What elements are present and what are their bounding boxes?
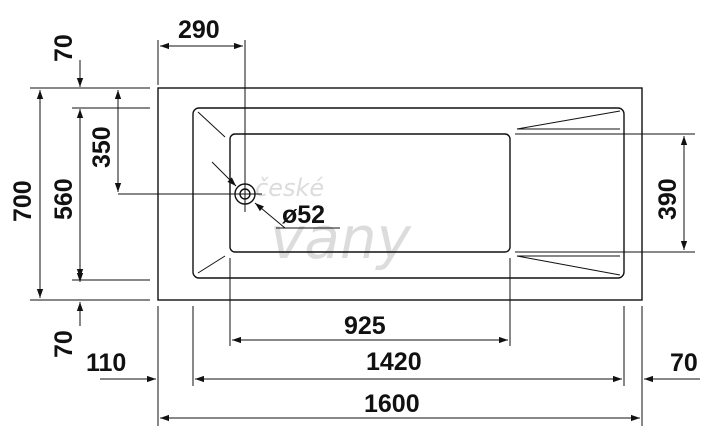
label-rim-top: 70 [50, 34, 78, 62]
dimension-lines [36, 42, 700, 422]
drain-leader-out [254, 202, 286, 229]
label-overall-width: 700 [9, 180, 37, 222]
dimension-labels: 290 70 350 700 560 70 ø52 390 925 110 14… [9, 16, 698, 418]
slope-line-bl [197, 255, 226, 274]
label-inner-length: 1420 [366, 348, 422, 376]
drain [118, 40, 340, 229]
watermark-line2: vany [270, 204, 412, 272]
label-floor-length: 925 [344, 312, 386, 340]
slope-line-br-1 [516, 255, 621, 276]
watermark: české vany [255, 174, 412, 272]
label-left-rim: 110 [86, 349, 126, 377]
label-drain-offset-x: 290 [178, 16, 220, 44]
drain-leader-in [211, 161, 237, 187]
label-overall-length: 1600 [364, 390, 420, 418]
label-right-rim: 70 [670, 349, 698, 377]
inner-basin [192, 107, 625, 279]
slope-line-tl [197, 111, 226, 138]
slope-line-tr-1 [516, 110, 621, 130]
extension-lines [30, 40, 695, 426]
label-floor-width: 390 [654, 178, 682, 220]
label-rim-bottom: 70 [50, 330, 78, 358]
label-drain-diameter: ø52 [282, 201, 325, 229]
label-inner-width: 560 [50, 178, 78, 220]
label-drain-offset-y: 350 [88, 126, 116, 168]
watermark-line1: české [255, 174, 324, 202]
basin-floor [229, 133, 511, 253]
